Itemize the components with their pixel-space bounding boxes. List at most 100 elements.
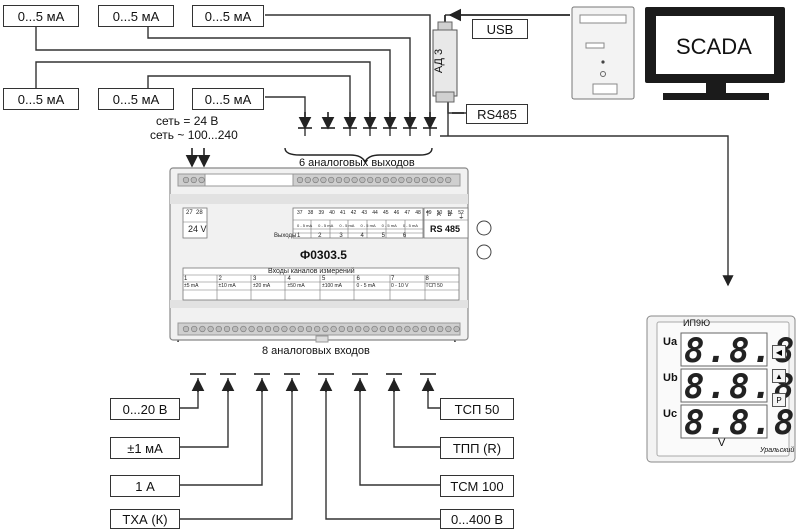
maker-logo: Уральский xyxy=(760,447,795,454)
bottom-screw xyxy=(281,325,288,333)
rs-pin-0: T xyxy=(426,212,430,218)
screws-top-screw xyxy=(382,176,389,184)
bottom-screw xyxy=(256,325,263,333)
output-num-0: 1 xyxy=(297,233,301,239)
top-screw-row xyxy=(182,176,452,184)
bottom-screw xyxy=(182,325,190,333)
row-label-ua: Ua xyxy=(663,336,678,348)
channel-num-7: 8 xyxy=(425,276,429,282)
bottom-screw xyxy=(215,325,222,333)
bottom-screw-row xyxy=(182,325,460,333)
screws-top-screw xyxy=(312,176,319,184)
channel-num-0: 1 xyxy=(184,276,188,282)
terminal-4: 41 xyxy=(340,210,346,216)
device-f0303 xyxy=(169,167,492,343)
screws-top-screw xyxy=(437,176,444,184)
channel-num-1: 2 xyxy=(218,276,222,282)
bottom-screw xyxy=(297,325,304,333)
screws-top-screw xyxy=(296,176,304,184)
scada-monitor xyxy=(645,7,785,100)
bottom-screw xyxy=(305,325,313,333)
bottom-screw xyxy=(207,325,214,333)
bottom-screw xyxy=(223,325,231,333)
wire-in-6 xyxy=(359,378,440,486)
wire-out-6 xyxy=(265,96,306,136)
input-box-1ma: ±1 мА xyxy=(110,437,180,459)
bottom-screw xyxy=(338,325,345,333)
screws-top-screw xyxy=(413,176,421,184)
device-model: Ф0303.5 xyxy=(300,248,347,262)
rs485-device-label: RS 485 xyxy=(430,224,461,234)
channel-range-7: ТСП 50 xyxy=(425,283,443,289)
wire-in-3 xyxy=(180,378,263,486)
row-label-uc: Uc xyxy=(663,408,678,420)
power-ac-label: сеть ~ 100...240 xyxy=(150,128,238,142)
bottom-screw xyxy=(191,325,198,333)
bottom-screw xyxy=(445,325,452,333)
terminal-6: 43 xyxy=(361,210,368,216)
channel-range-1: ±10 mA xyxy=(218,283,236,289)
output-box-mid-2: 0...5 мА xyxy=(98,88,174,110)
bottom-screw xyxy=(437,325,444,333)
wire-out-3 xyxy=(265,14,431,136)
channel-num-4: 5 xyxy=(322,276,326,282)
wire-rs485-panel xyxy=(440,135,734,287)
bottom-screw xyxy=(412,325,419,333)
converter-ad3 xyxy=(432,21,458,103)
terminal-2: 39 xyxy=(318,210,325,216)
up-button[interactable]: ▲ xyxy=(772,369,786,383)
program-button[interactable]: P xyxy=(772,393,786,407)
bottom-screw xyxy=(371,325,378,333)
channel-range-0: ±5 mA xyxy=(184,283,199,289)
terminal-1: 38 xyxy=(307,210,314,216)
input-box-0-400v: 0...400 В xyxy=(440,509,514,529)
bottom-screw xyxy=(273,325,280,333)
left-button[interactable]: ◀ xyxy=(772,345,786,359)
channel-range-5: 0 - 5 mA xyxy=(356,283,376,289)
screws-top-screw xyxy=(182,176,190,184)
screws-top-screw xyxy=(406,176,413,184)
outputs-row-label: Выходы xyxy=(274,233,297,239)
bottom-screw xyxy=(363,325,370,333)
inputs-title: Входы каналов измерений xyxy=(268,268,355,275)
rs-pin-3: ⏚ xyxy=(458,215,465,221)
row-label-ub: Ub xyxy=(663,372,678,384)
channel-range-4: ±100 mA xyxy=(322,283,342,289)
panel-meter xyxy=(646,315,796,463)
output-box-top-2: 0...5 мА xyxy=(98,5,174,27)
channel-range-2: ±20 mA xyxy=(253,283,271,289)
wire-in-4 xyxy=(180,378,293,520)
screws-top-screw xyxy=(343,176,350,184)
outputs-caption: 6 аналоговых выходов xyxy=(299,157,415,169)
wire-out-4 xyxy=(35,61,371,136)
wire-in-8 xyxy=(427,378,440,409)
input-box-tsm100: ТСМ 100 xyxy=(440,475,514,497)
output-num-5: 6 xyxy=(402,233,407,239)
terminal-28: 28 xyxy=(196,210,203,216)
terminal-10: 47 xyxy=(404,210,411,216)
output-box-mid-3: 0...5 мА xyxy=(192,88,264,110)
output-num-1: 2 xyxy=(318,233,322,239)
output-box-mid-1: 0...5 мА xyxy=(3,88,79,110)
bottom-screw xyxy=(232,325,239,333)
output-box-top-3: 0...5 мА xyxy=(192,5,264,27)
output-range-4: 0 - 5 mA xyxy=(381,223,397,228)
input-box-tpp: ТПП (R) xyxy=(440,437,514,459)
channel-num-5: 6 xyxy=(356,276,360,282)
wire-in-2 xyxy=(180,378,229,448)
screws-top-screw xyxy=(367,176,374,184)
input-box-1a: 1 А xyxy=(110,475,180,497)
terminal-12: 49 xyxy=(426,210,432,216)
wire-in-5 xyxy=(325,378,440,520)
output-num-3: 4 xyxy=(360,233,364,239)
bottom-screw xyxy=(314,325,321,333)
terminal-7: 44 xyxy=(372,210,378,216)
screws-top-screw xyxy=(328,176,335,184)
output-range-5: 0 - 5 mA xyxy=(402,223,418,228)
terminal-5: 42 xyxy=(350,210,357,216)
screws-top-screw xyxy=(445,176,452,184)
